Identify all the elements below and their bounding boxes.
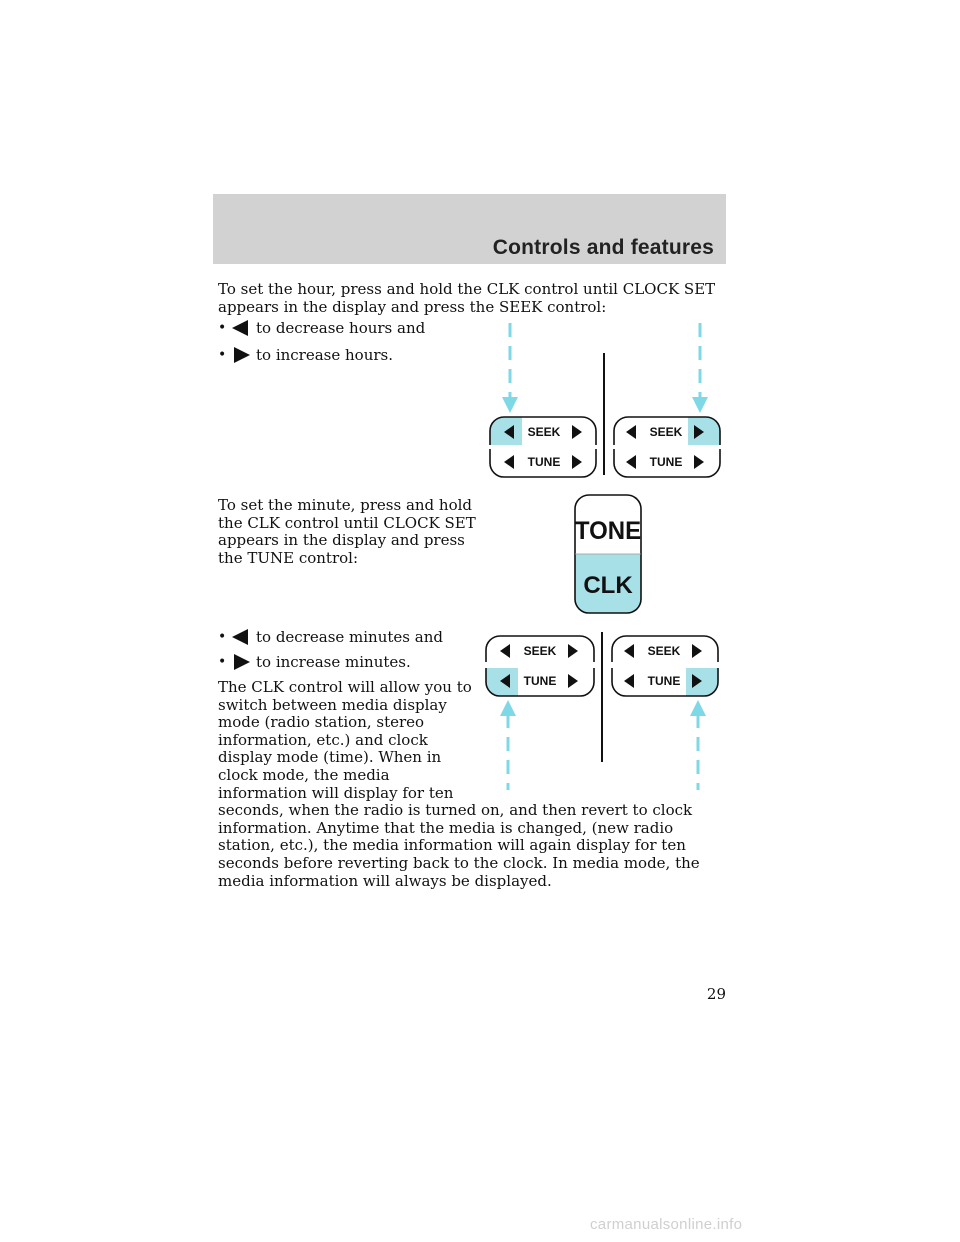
minute-bullet-increase: • to increase minutes. [218, 653, 411, 671]
right-arrow-icon [234, 654, 250, 670]
minute-bullet-decrease: • to decrease minutes and [218, 628, 443, 646]
tune-label: TUNE [648, 674, 681, 688]
page-number: 29 [706, 985, 726, 1003]
tune-label: TUNE [524, 674, 557, 688]
tone-label: TONE [575, 518, 641, 546]
arrow-up-icon [500, 700, 516, 716]
left-arrow-icon [232, 320, 248, 336]
seek-label: SEEK [528, 425, 561, 439]
clk-label: CLK [583, 572, 633, 599]
seek-label: SEEK [650, 425, 683, 439]
minute-bullet-decrease-text: to decrease minutes and [256, 628, 443, 646]
seek-label: SEEK [524, 644, 557, 658]
hour-bullet-decrease: • to decrease hours and [218, 319, 426, 337]
minute-intro: To set the minute, press and hold the CL… [218, 496, 476, 567]
page-title: Controls and features [492, 236, 714, 259]
arrow-up-icon [690, 700, 706, 716]
watermark: carmanualsonline.info [590, 1216, 743, 1233]
hour-intro: To set the hour, press and hold the CLK … [218, 280, 716, 316]
seek-label: SEEK [648, 644, 681, 658]
hour-bullet-increase: • to increase hours. [218, 346, 394, 364]
arrow-down-icon [692, 397, 708, 413]
arrow-down-icon [502, 397, 518, 413]
left-arrow-icon [232, 629, 248, 645]
tune-diagram: SEEK TUNE SEEK TUNE [485, 632, 719, 790]
hour-bullet-decrease-text: to decrease hours and [256, 319, 426, 337]
right-arrow-icon [234, 347, 250, 363]
tune-label: TUNE [528, 455, 561, 469]
clk-paragraph: The CLK control will allow you to switch… [218, 678, 700, 890]
hour-bullet-increase-text: to increase hours. [256, 346, 394, 364]
seek-diagram: SEEK TUNE SEEK TUNE [489, 323, 721, 478]
header-band: Controls and features [213, 194, 726, 264]
minute-bullet-increase-text: to increase minutes. [256, 653, 411, 671]
tune-label: TUNE [650, 455, 683, 469]
tone-clk-button: TONE CLK [574, 494, 642, 614]
